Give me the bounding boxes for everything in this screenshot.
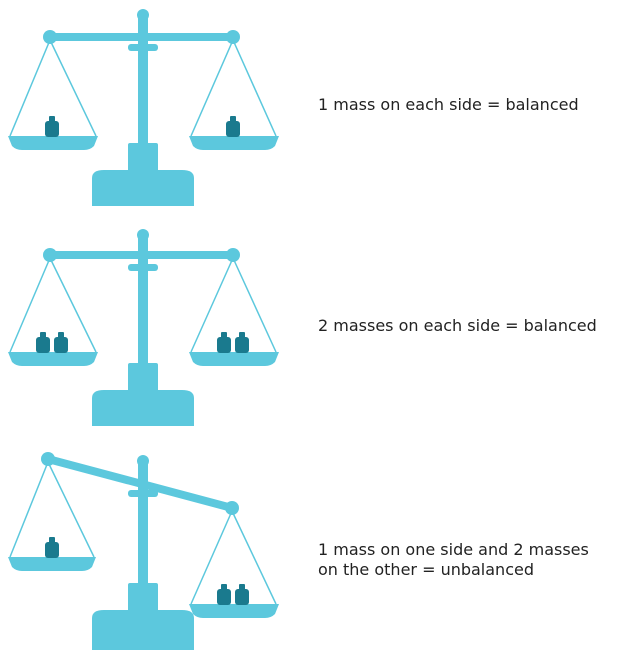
mass-weight [45,116,59,137]
scale-base-neck [128,583,158,613]
scale-base-neck [128,363,158,393]
scale-base [92,170,194,206]
scale-beam [50,33,234,41]
beam-right-end [226,30,240,44]
left-pan-string [49,257,97,353]
mass-weight [45,537,59,558]
beam-right-end [226,248,240,262]
mass-weight [217,584,231,605]
scale-pillar [138,464,148,586]
beam-left-end [43,30,57,44]
scale-pillar-collar [128,44,158,51]
right-pan [189,352,279,366]
scale-caption: 1 mass on each side = balanced [318,95,579,114]
beam-left-end [43,248,57,262]
scale-pillar-collar [128,264,158,271]
right-pan-string [190,510,233,605]
scale-caption: 1 mass on one side and 2 masses on the o… [318,540,589,579]
right-pan-string [190,39,234,137]
right-pan [189,604,279,618]
left-pan [8,352,98,366]
left-pan-string [9,39,51,137]
scale-top-knob [137,229,149,241]
mass-weight [36,332,50,353]
left-pan-string [47,461,95,558]
right-pan-string [232,39,277,137]
right-pan-string [190,257,234,353]
mass-weight [217,332,231,353]
balance-scale-1 [8,9,279,206]
scale-base [92,390,194,426]
balance-scale-3 [8,452,279,650]
balance-panel-1: 1 mass on each side = balanced [0,0,618,210]
mass-weight [235,584,249,605]
mass-weight [54,332,68,353]
mass-weight [226,116,240,137]
left-pan-string [49,39,97,137]
balance-scale-2 [8,229,279,426]
scale-top-knob [137,455,149,467]
balance-panel-3: 1 mass on one side and 2 masses on the o… [0,440,618,650]
beam-right-end [225,501,239,515]
left-pan [8,136,98,150]
scale-beam [50,251,234,259]
scale-beam [44,455,236,512]
scale-caption: 2 masses on each side = balanced [318,316,597,335]
left-pan-string [9,461,49,558]
scale-base [92,610,194,650]
right-pan [189,136,279,150]
scale-top-knob [137,9,149,21]
mass-weight [235,332,249,353]
left-pan [8,557,96,571]
scale-pillar-collar [128,490,158,497]
beam-left-end [41,452,55,466]
scale-base-neck [128,143,158,173]
right-pan-string [231,510,277,605]
scale-pillar [138,18,148,146]
right-pan-string [232,257,277,353]
balance-panel-2: 2 masses on each side = balanced [0,220,618,430]
scale-pillar [138,238,148,366]
left-pan-string [9,257,51,353]
